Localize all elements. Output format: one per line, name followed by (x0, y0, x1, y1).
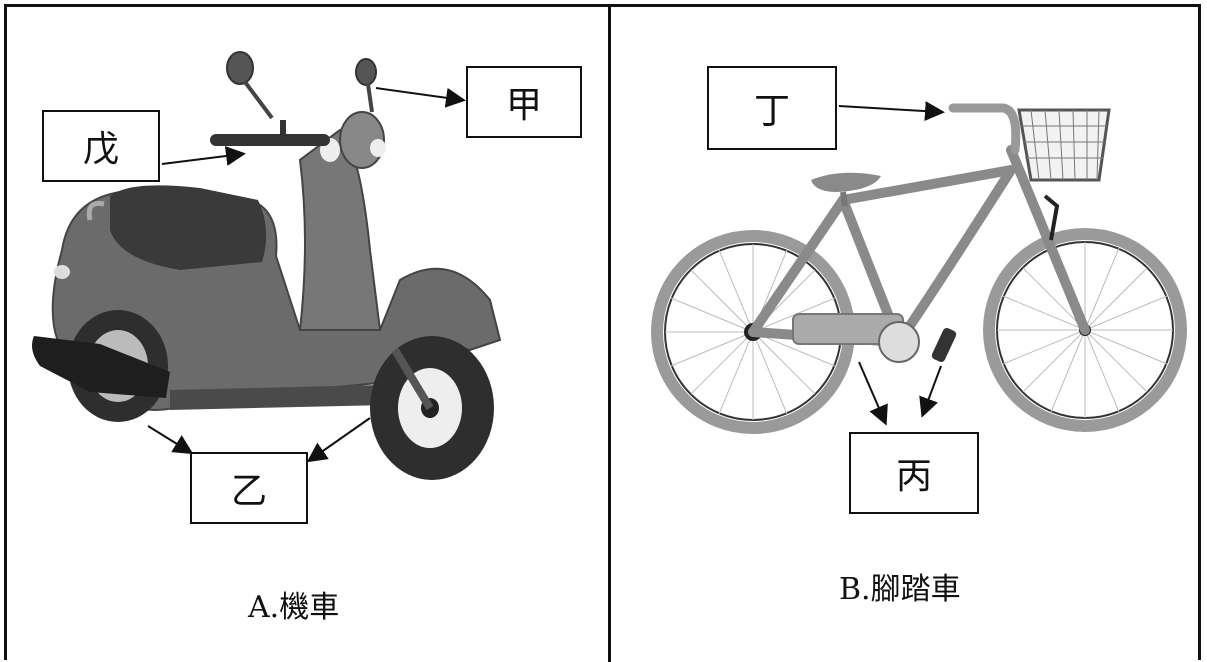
label-jia: 甲 (466, 66, 582, 138)
caption-bicycle: B.腳踏車 (839, 572, 961, 607)
handlebar (948, 103, 1021, 155)
arrow-to-bing-right (919, 365, 942, 418)
exhaust-pipe (32, 336, 170, 398)
saddle (811, 172, 881, 192)
outer-frame (4, 4, 1201, 660)
left-mirror (226, 51, 274, 120)
scooter-illustration (32, 51, 502, 480)
label-ding: 丁 (707, 66, 837, 150)
arrow-from-wu (161, 146, 246, 166)
arrow-from-ding (838, 101, 945, 122)
caption-scooter: A.機車 (248, 590, 340, 625)
label-yi: 乙 (190, 452, 308, 524)
brake-lever (1043, 194, 1060, 241)
arrow-to-bing-left (858, 361, 888, 426)
label-wu: 戊 (42, 110, 160, 182)
arrow-to-jia (375, 87, 466, 108)
panel-scooter: 甲 戊 乙 A.機車 (32, 51, 582, 625)
arrow-to-yi-left (147, 425, 194, 455)
right-mirror (355, 58, 377, 113)
front-wheel (370, 336, 494, 480)
pedal-icon (931, 327, 957, 363)
bicycle-illustration (651, 101, 1187, 434)
label-bing: 丙 (849, 432, 979, 514)
crank-icon (878, 321, 920, 363)
arrow-to-yi-right (306, 417, 371, 463)
panel-divider (608, 4, 611, 662)
panel-bicycle: 丁 丙 B.腳踏車 (611, 0, 1207, 662)
basket-icon (1017, 108, 1111, 182)
